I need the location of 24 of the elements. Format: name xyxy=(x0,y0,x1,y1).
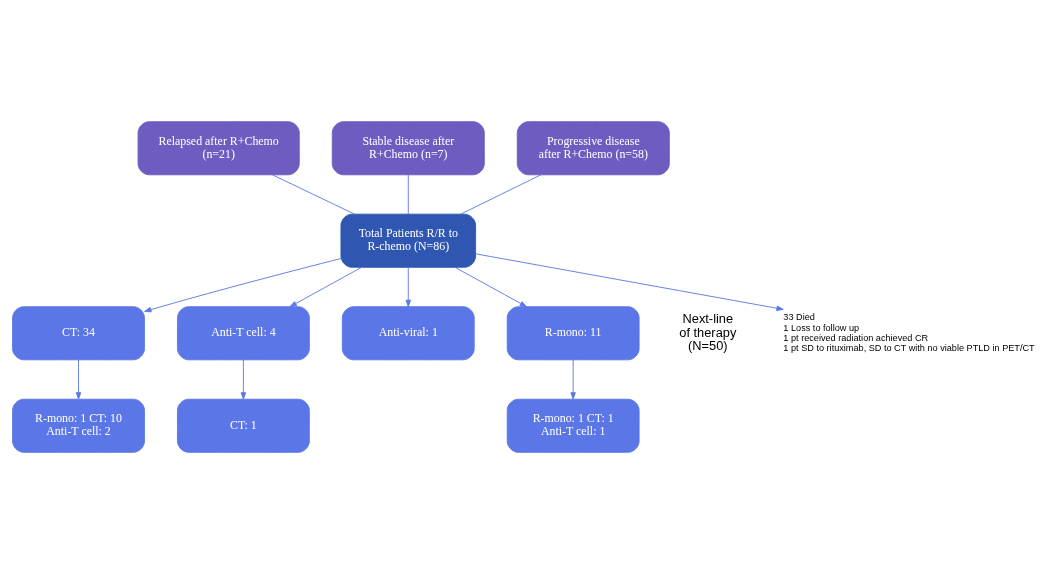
label: Next-line of therapy (N=50) xyxy=(679,310,737,354)
node-box: R-mono: 11 xyxy=(506,306,640,361)
node-box: Stable disease after R+Chemo (n=7) xyxy=(331,121,485,176)
arrow xyxy=(75,359,82,400)
arrow xyxy=(144,258,342,313)
node-box: Relapsed after R+Chemo (n=21) xyxy=(137,121,300,176)
arrow xyxy=(570,359,576,400)
connector xyxy=(272,174,356,215)
node-box: CT: 1 xyxy=(177,398,310,453)
arrow xyxy=(289,266,362,308)
node-box: R-mono: 1 CT: 10 Anti-T cell: 2 xyxy=(12,398,145,453)
connector xyxy=(407,174,409,215)
arrow xyxy=(405,266,411,307)
node-box: R-mono: 1 CT: 1 Anti-T cell: 1 xyxy=(506,398,640,453)
connector xyxy=(460,174,542,215)
node-box: CT: 34 xyxy=(12,306,145,361)
node-text: 33 Died 1 Loss to follow up 1 pt received radiation achieved CR 1 pt SD to rituximab, SD to CT with no viable PTLD in PET/CT xyxy=(783,312,1035,353)
node-box: Progressive disease after R+Chemo (n=58) xyxy=(516,121,670,176)
arrow xyxy=(475,253,784,311)
node-box: Anti-T cell: 4 xyxy=(177,306,310,361)
node-box: Anti-viral: 1 xyxy=(341,306,475,361)
arrow xyxy=(240,359,247,400)
node-box: Total Patients R/R to R-chemo (N=86) xyxy=(340,213,477,268)
arrow xyxy=(454,266,527,308)
